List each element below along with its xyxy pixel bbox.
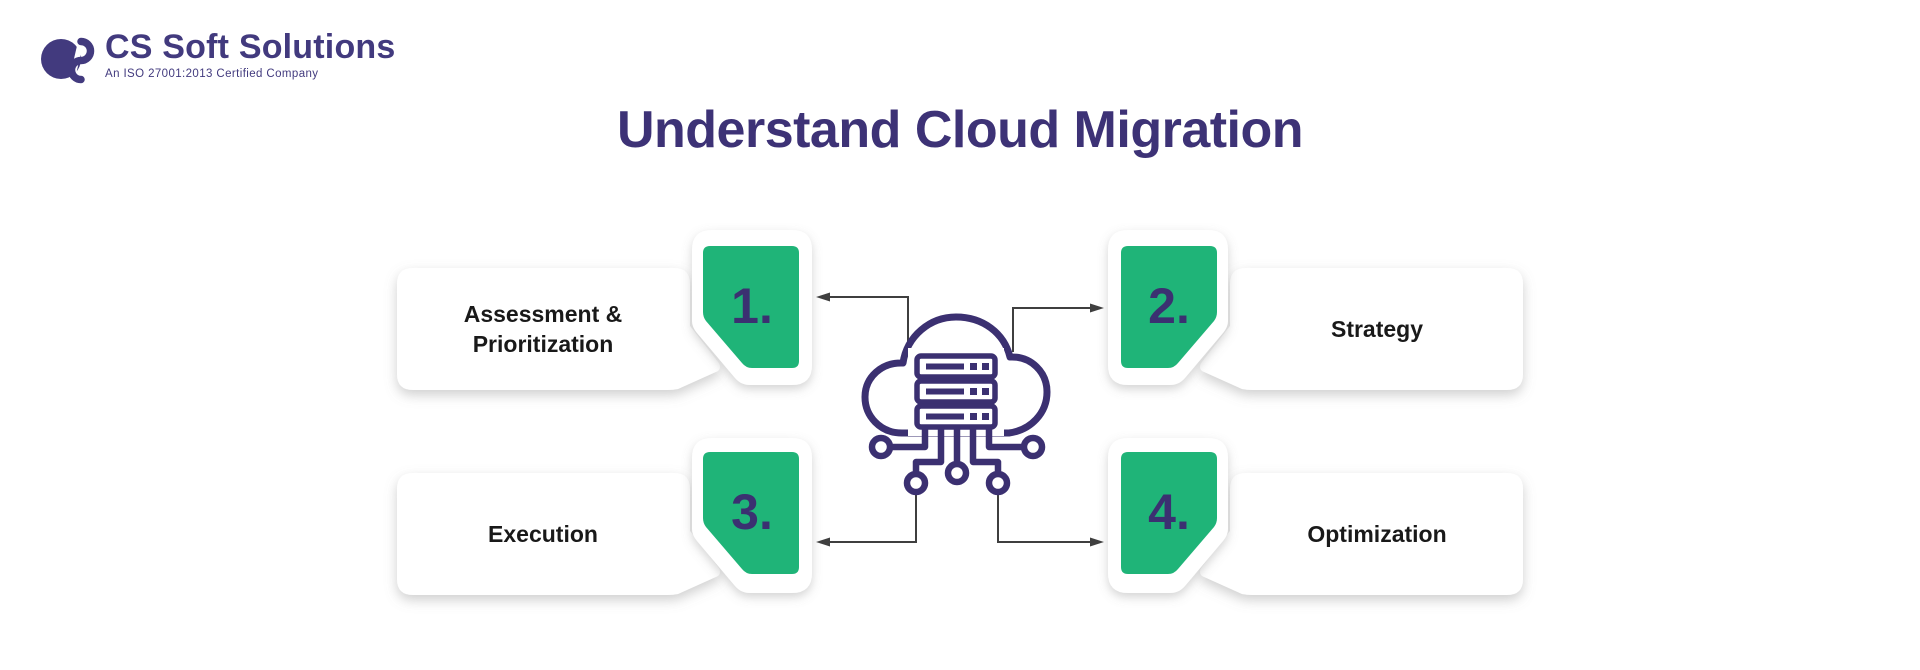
logo-text-block: CS Soft Solutions An ISO 27001:2013 Cert… — [105, 30, 396, 80]
logo-tagline: An ISO 27001:2013 Certified Company — [105, 68, 319, 80]
card-optimization — [1200, 473, 1523, 595]
step-2-number: 2. — [1148, 278, 1190, 334]
cloud-outline — [861, 313, 1051, 437]
logo-name: CS Soft Solutions — [105, 28, 396, 66]
step-3-label: Execution — [488, 521, 598, 547]
logo: CS Soft Solutions An ISO 27001:2013 Cert… — [41, 30, 396, 86]
step-2-label: Strategy — [1330, 316, 1424, 342]
step-4-number: 4. — [1148, 484, 1190, 540]
label-cards — [397, 268, 1523, 595]
circuit-nodes — [868, 434, 1046, 496]
badge-green-1 — [703, 246, 799, 368]
arrow-to-step-4 — [997, 492, 1104, 547]
circuit-lines — [890, 426, 1024, 474]
step-3-number: 3. — [731, 484, 773, 540]
connector-arrows — [816, 292, 1104, 547]
badge-green-3 — [703, 452, 799, 574]
card-execution — [397, 473, 720, 595]
badge-shields — [703, 246, 1217, 574]
arrow-to-step-3 — [816, 492, 917, 547]
step-4-label: Optimization — [1307, 521, 1447, 547]
page-title: Understand Cloud Migration — [616, 101, 1304, 159]
arrow-to-step-2 — [1012, 303, 1104, 352]
card-assessment-prioritization — [397, 268, 720, 390]
server-rack — [914, 353, 998, 430]
card-strategy — [1200, 268, 1523, 390]
cs-logo-icon — [41, 35, 95, 84]
cloud-server-icon — [861, 313, 1051, 496]
arrow-to-step-1 — [816, 292, 909, 352]
badge-green-4 — [1121, 452, 1217, 574]
step-1-label: Assessment & Prioritization — [463, 301, 623, 357]
badge-green-2 — [1121, 246, 1217, 368]
step-1-number: 1. — [731, 278, 773, 334]
